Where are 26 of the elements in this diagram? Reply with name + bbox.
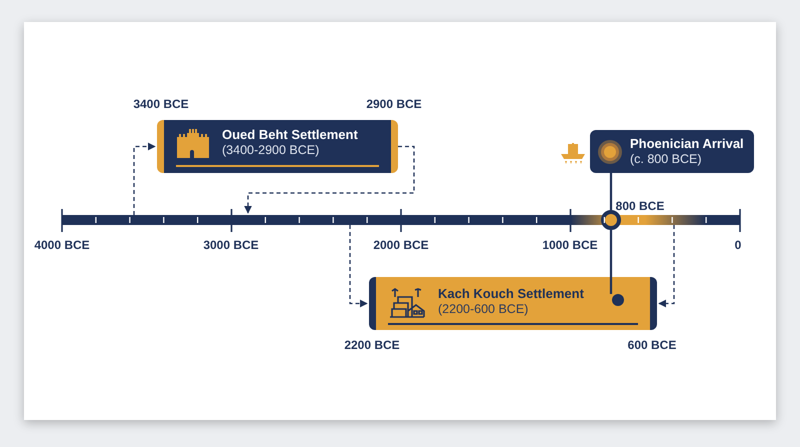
date-range: (c. 800 BCE) — [630, 152, 703, 168]
date-label: 3000 BCE — [203, 237, 259, 254]
connector-line — [610, 173, 612, 210]
date-range: (2200-600 BCE) — [438, 302, 530, 318]
event-callout — [590, 130, 754, 173]
date-label: 800 BCE — [616, 198, 664, 215]
node-title: Phoenician Arrival — [630, 136, 744, 152]
dashed-arrow — [349, 225, 368, 308]
date-label: 4000 BCE — [34, 237, 90, 254]
event-card — [157, 120, 398, 173]
event-card — [369, 277, 657, 330]
date-label: 1000 BCE — [542, 237, 598, 254]
date-label: 2900 BCE — [366, 96, 422, 113]
dashed-arrow — [244, 146, 415, 214]
date-label: 600 BCE — [628, 337, 676, 354]
node-title: Oued Beht Settlement — [222, 126, 358, 143]
dashed-arrow — [133, 142, 156, 215]
dashed-arrow — [658, 225, 675, 308]
date-label: 0 — [734, 237, 742, 254]
date-label: 2000 BCE — [373, 237, 429, 254]
date-label: 3400 BCE — [133, 96, 189, 113]
connector-line — [610, 230, 612, 294]
date-label: 2200 BCE — [344, 337, 400, 354]
node-title: Kach Kouch Settlement — [438, 286, 584, 302]
timeline-bar — [62, 215, 740, 225]
date-range: (3400-2900 BCE) — [222, 142, 320, 158]
